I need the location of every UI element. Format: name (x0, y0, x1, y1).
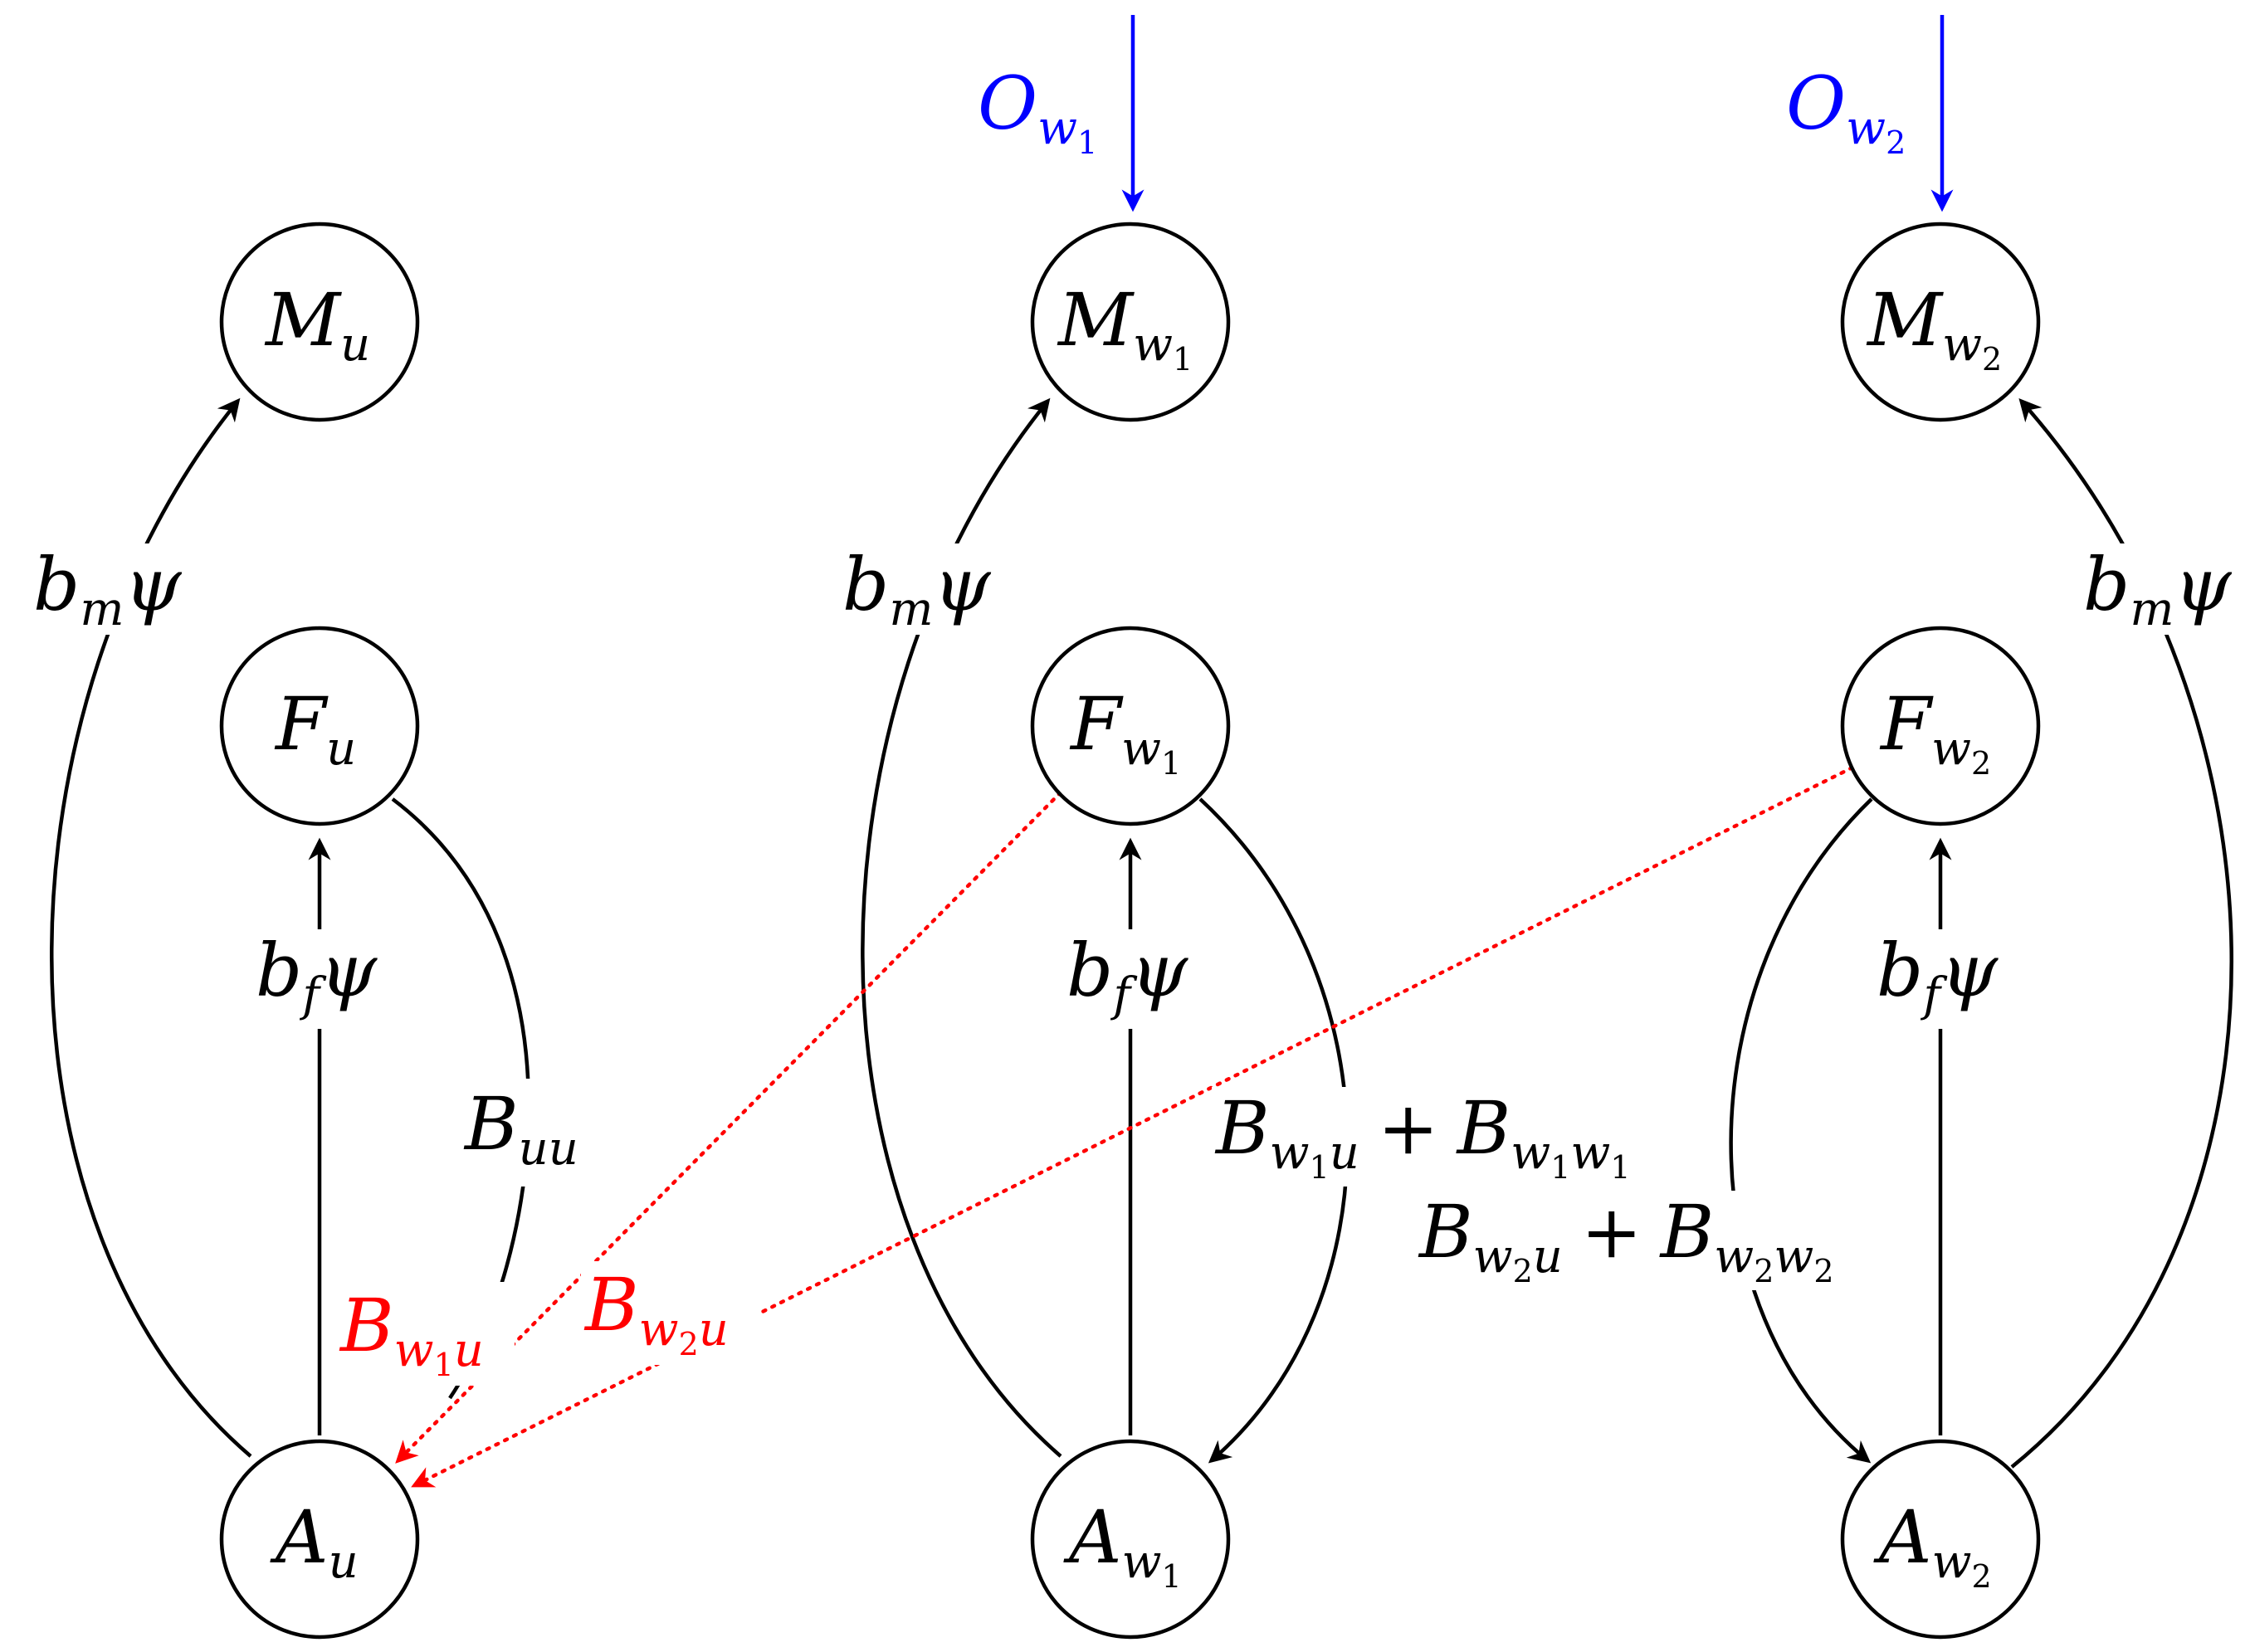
svg-text:Bw1u: Bw1u (339, 1283, 484, 1383)
node-aw1: Aw1 (1030, 1439, 1231, 1640)
svg-text:Aw2: Aw2 (1873, 1494, 1992, 1595)
svg-text:Fu: Fu (274, 681, 356, 776)
svg-text:bmψ: bmψ (842, 542, 991, 636)
edge-fw2-to-aw2 (1729, 797, 1873, 1464)
node-fw2: Fw2 (1840, 626, 2041, 826)
label-bm-psi-w2: bmψ (2075, 542, 2241, 636)
svg-text:Bw2u: Bw2u (583, 1262, 729, 1362)
svg-text:Fw1: Fw1 (1069, 681, 1181, 782)
svg-text:Mu: Mu (264, 277, 370, 372)
svg-text:bmψ: bmψ (33, 542, 182, 636)
node-mw2: Mw2 (1840, 222, 2041, 422)
label-sum-w2: Bw2u+Bw2w2 (1415, 1189, 1896, 1290)
label-bm-psi-w1: bmψ (834, 542, 1000, 636)
svg-text:Ow1: Ow1 (978, 61, 1097, 161)
node-au: Au (219, 1439, 420, 1640)
label-ow2: Ow2 (1786, 61, 1906, 161)
node-mw1: Mw1 (1030, 222, 1231, 422)
label-bw2u-red: Bw2u (581, 1261, 759, 1365)
svg-text:Aw1: Aw1 (1063, 1494, 1182, 1595)
svg-text:bfψ: bfψ (1877, 928, 1999, 1022)
svg-text:Bw2u+Bw2w2: Bw2u+Bw2w2 (1418, 1189, 1834, 1289)
label-bm-psi-u: bmψ (25, 542, 191, 636)
label-sum-w1: Bw1u+Bw1w1 (1212, 1085, 1685, 1187)
svg-text:bfψ: bfψ (1066, 928, 1188, 1022)
edge-fw1-to-au-red (395, 790, 1063, 1464)
label-buu: Buu (461, 1079, 602, 1187)
svg-text:Bw1u+Bw1w1: Bw1u+Bw1w1 (1214, 1085, 1631, 1186)
label-bf-psi-u: bfψ (249, 928, 390, 1029)
svg-text:bmψ: bmψ (2083, 542, 2232, 636)
node-fw1: Fw1 (1030, 626, 1231, 826)
svg-text:Ow2: Ow2 (1786, 61, 1906, 161)
label-bf-psi-w1: bfψ (1060, 928, 1201, 1029)
label-bw1u-red: Bw1u (336, 1282, 515, 1386)
edge-fw2-to-au-red (411, 765, 1855, 1488)
svg-text:Fw2: Fw2 (1879, 681, 1991, 782)
node-mu: Mu (219, 222, 420, 422)
label-bf-psi-w2: bfψ (1870, 928, 2011, 1029)
svg-text:Au: Au (270, 1494, 359, 1589)
svg-text:Mw1: Mw1 (1057, 277, 1193, 378)
svg-text:Buu: Buu (463, 1081, 578, 1176)
label-ow1: Ow1 (978, 61, 1097, 161)
node-aw2: Aw2 (1840, 1439, 2041, 1640)
node-fu: Fu (219, 626, 420, 826)
svg-text:Mw2: Mw2 (1866, 277, 2002, 378)
